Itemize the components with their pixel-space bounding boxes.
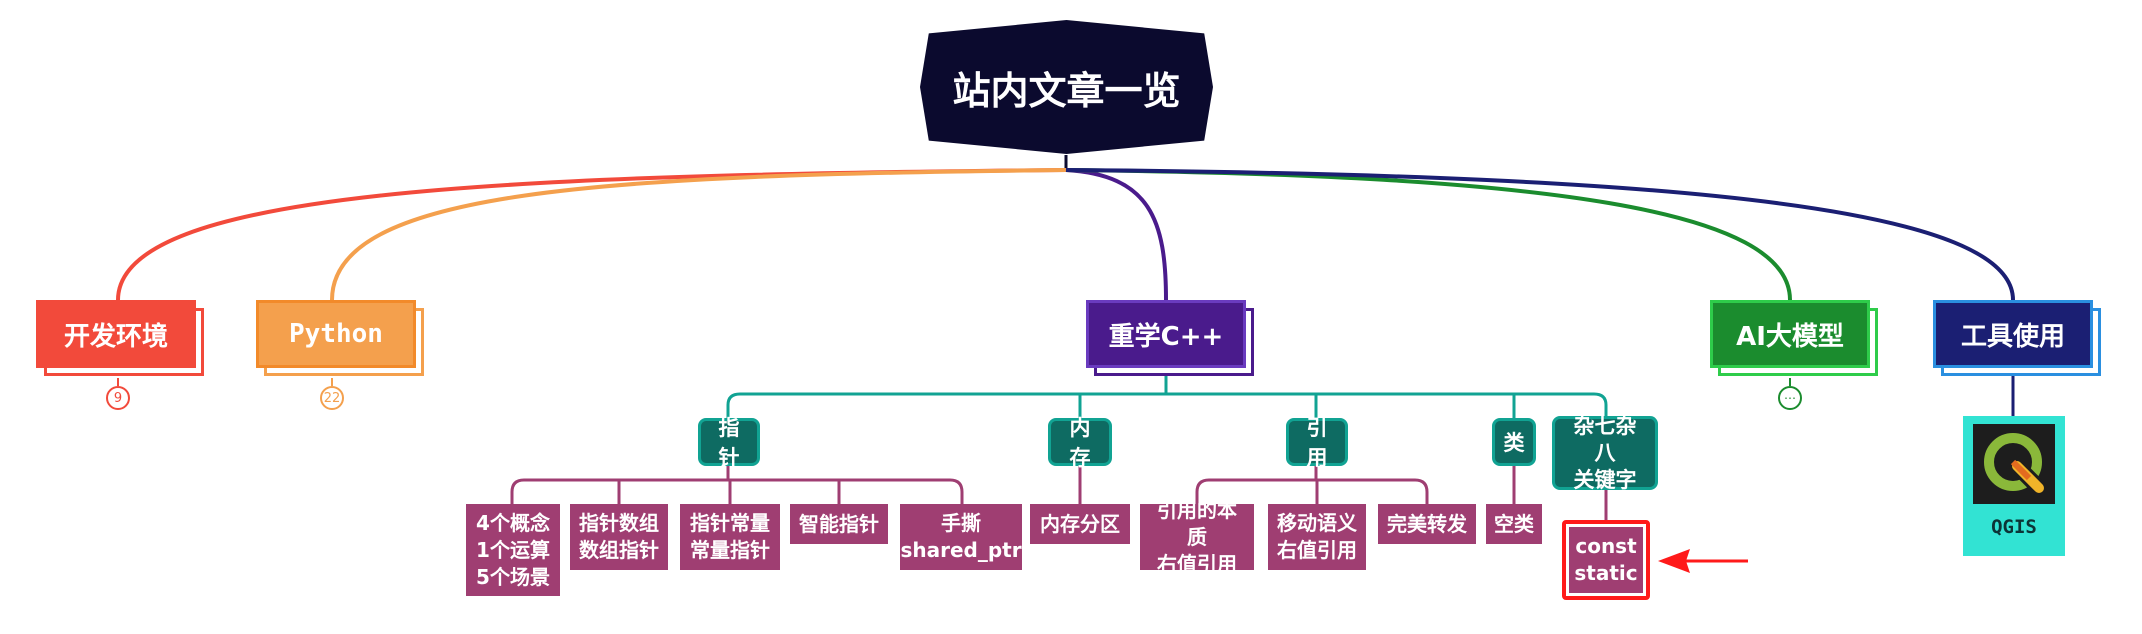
leaf-move-semantics[interactable]: 移动语义 右值引用 xyxy=(1268,504,1366,570)
topic-reference[interactable]: 引用 xyxy=(1286,416,1348,470)
branch-dev-env-label: 开发环境 xyxy=(36,300,196,368)
topic-memory[interactable]: 内存 xyxy=(1048,416,1112,470)
topic-misc-keywords[interactable]: 杂七杂八 关键字 xyxy=(1552,414,1658,492)
leaf-shared-ptr[interactable]: 手撕 shared_ptr xyxy=(900,504,1022,570)
branch-python-label: Python xyxy=(256,300,416,368)
leaf-qgis[interactable]: QGIS xyxy=(1963,416,2065,556)
branch-cpp-label: 重学C++ xyxy=(1086,300,1246,368)
count-badge[interactable]: 9 xyxy=(106,386,130,410)
leaf-reference-essence[interactable]: 引用的本质 右值引用 xyxy=(1140,498,1254,576)
leaf-pointer-array[interactable]: 指针数组 数组指针 xyxy=(570,504,668,570)
topic-pointer[interactable]: 指针 xyxy=(698,416,760,470)
leaf-pointer-const[interactable]: 指针常量 常量指针 xyxy=(680,504,780,570)
leaf-memory-zones[interactable]: 内存分区 xyxy=(1030,504,1130,544)
more-badge-icon[interactable]: ⋯ xyxy=(1778,386,1802,410)
branch-tools-label: 工具使用 xyxy=(1933,300,2093,368)
highlight-frame xyxy=(1562,520,1650,600)
leaf-empty-class[interactable]: 空类 xyxy=(1486,504,1542,544)
topic-class[interactable]: 类 xyxy=(1492,418,1536,466)
highlight-arrow-icon xyxy=(1658,549,1748,573)
leaf-const-static[interactable]: const static xyxy=(1569,527,1643,593)
leaf-perfect-forwarding[interactable]: 完美转发 xyxy=(1378,504,1476,544)
root-topic[interactable]: 站内文章一览 xyxy=(920,20,1213,154)
qgis-label: QGIS xyxy=(1991,516,2037,538)
count-badge[interactable]: 22 xyxy=(320,386,344,410)
branch-ai-label: AI大模型 xyxy=(1710,300,1870,368)
qgis-logo-icon xyxy=(1973,424,2055,504)
leaf-smart-pointer[interactable]: 智能指针 xyxy=(790,504,888,544)
leaf-pointer-concepts[interactable]: 4个概念 1个运算 5个场景 xyxy=(466,504,560,596)
